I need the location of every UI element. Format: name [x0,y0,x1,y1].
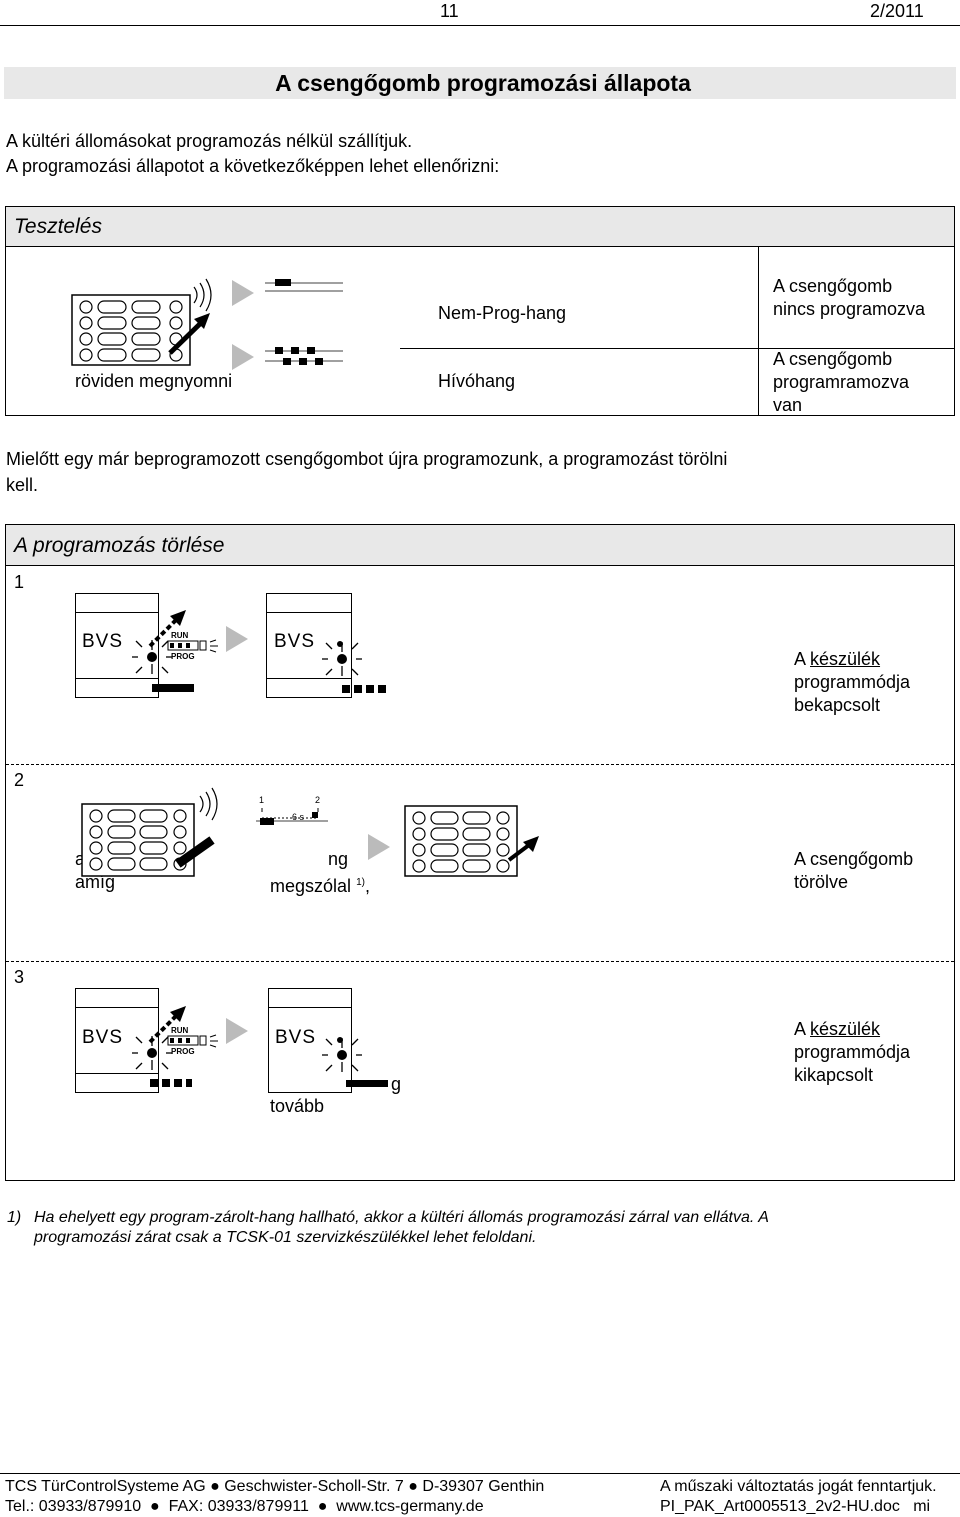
step-1-result-2: programmódja [794,672,911,692]
test-table [5,206,955,416]
intro-line-1: A kültéri állomásokat programozás nélkül… [6,131,413,151]
timing-label-2: 2 [315,795,321,805]
step-3-fragment-tovabb: tovább [270,1096,325,1116]
step-2-fragment-a: a [75,849,86,869]
step-3-result-1: A készülék [794,1019,881,1039]
bvs-device-3 [75,988,159,1093]
run-prog-switch-icon [167,1034,218,1048]
step-divider-1 [6,764,954,765]
bvs-device-divider [75,678,159,679]
result-programmed-3: van [773,395,803,415]
step-3-result-3: kikapcsolt [794,1065,874,1085]
no-prog-tone-label: Nem-Prog-hang [438,303,567,323]
title-bar: A csengőgomb programozási állapota [4,67,956,99]
step-1-result-3: bekapcsolt [794,695,881,715]
step-1-result-1: A készülék [794,649,881,669]
prog-button-press-illustration [132,1006,192,1087]
arrow-right-icon [368,834,390,860]
step-1-number: 1 [14,572,25,592]
footnote-line-1: Ha ehelyett egy program-zárolt-hang hall… [34,1209,769,1226]
footnote-line-2: programozási zárat csak a TCSK-01 szervi… [34,1229,537,1246]
bvs-label: BVS [275,1027,317,1048]
test-action-label: röviden megnyomni [75,371,233,391]
footer-address: TCS TürControlSysteme AG ● Geschwister-S… [5,1478,545,1495]
step-2-fragment-amig: amíg [75,872,116,892]
arrow-right-icon [226,1018,248,1044]
header-divider [0,25,960,26]
keypad-device-long-press-illustration [81,787,218,877]
result-not-programmed-1: A csengőgomb [773,276,893,296]
prog-button-press-illustration [132,610,194,692]
led-off-illustration [322,1037,388,1087]
delete-table-header-divider [5,565,955,566]
test-table-title: Tesztelés [14,215,102,238]
led-blinking-illustration [322,641,386,693]
bvs-label: BVS [82,631,124,652]
bvs-device-1 [75,593,159,698]
middle-text-line-2: kell. [6,475,39,495]
test-table-row-divider [400,348,955,349]
run-label: RUN [171,1026,189,1035]
prog-label: PROG [171,1047,195,1056]
test-table-col-divider [758,247,759,415]
no-prog-tone-pattern [265,279,343,292]
bvs-device-divider [268,1007,352,1008]
bvs-device-4 [268,988,352,1093]
run-prog-switch-icon [167,639,218,653]
footer-doc-id: PI_PAK_Art0005513_2v2-HU.doc mi [660,1498,931,1515]
footnote-mark: 1) [7,1209,22,1226]
arrow-right-icon [232,280,254,306]
test-table-header [6,207,954,247]
result-programmed-1: A csengőgomb [773,349,893,369]
bvs-device-divider [75,1073,159,1074]
call-tone-pattern [265,347,343,365]
footer-divider [0,1473,960,1474]
timing-label-1: 1 [259,795,265,805]
bvs-device-divider [266,612,352,613]
bvs-device-divider [266,678,352,679]
footer-contact: Tel.: 03933/879910 ● FAX: 03933/879911 ●… [5,1498,484,1515]
bvs-label: BVS [82,1027,124,1048]
bvs-device-divider [75,612,159,613]
bvs-label: BVS [274,631,316,652]
delete-table [5,524,955,1181]
test-table-header-divider [5,246,955,247]
step-2-result-2: törölve [794,872,849,892]
page-title: A csengőgomb programozási állapota [275,70,691,96]
step-2-result-1: A csengőgomb [794,849,914,869]
bvs-device-2 [266,593,352,698]
call-tone-label: Hívóhang [438,371,516,391]
step-2-fragment-megszolal: megszólal 1), [270,876,370,896]
step-3-number: 3 [14,967,25,987]
bvs-device-divider [75,1007,159,1008]
intro-line-2: A programozási állapotot a következőképp… [6,156,500,176]
footer-rights: A műszaki változtatás jogát fenntartjuk. [660,1478,937,1495]
timing-label-6s: 6 s [292,812,305,822]
result-not-programmed-2: nincs programozva [773,299,926,319]
keypad-device-illustration [71,278,212,366]
arrow-right-icon [232,344,254,370]
result-programmed-2: programramozva [773,372,910,392]
step-divider-2 [6,961,954,962]
step-2-fragment-ng: ng [328,849,349,869]
run-label: RUN [171,631,189,640]
timing-diagram [256,808,328,825]
step-2-number: 2 [14,770,25,790]
edition: 2/2011 [870,1,924,21]
arrow-right-icon [226,626,248,652]
delete-table-header [6,525,954,565]
middle-text-line-1: Mielőtt egy már beprogramozott csengőgom… [6,449,728,469]
step-3-fragment-g: g [391,1074,402,1094]
page-number: 11 [440,1,459,21]
prog-label: PROG [171,652,195,661]
step-3-result-2: programmódja [794,1042,911,1062]
delete-table-title: A programozás törlése [14,534,225,557]
keypad-device-release-illustration [404,805,539,877]
